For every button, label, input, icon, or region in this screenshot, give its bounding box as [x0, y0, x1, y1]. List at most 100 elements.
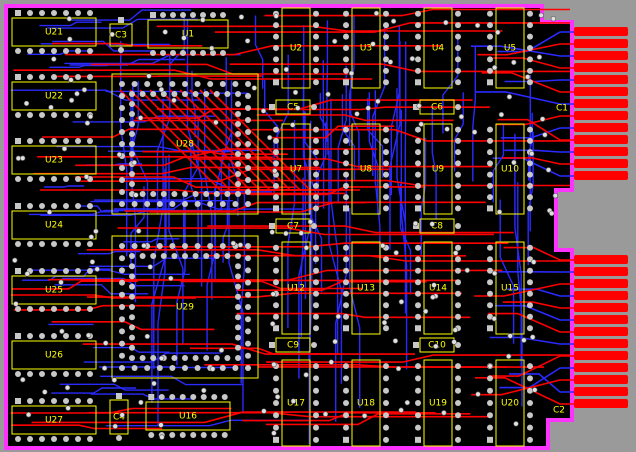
pad [343, 325, 349, 332]
pad [194, 243, 201, 249]
via [422, 308, 429, 314]
pad [63, 306, 69, 312]
bottom-trace [54, 284, 149, 295]
via [487, 363, 493, 369]
pad [527, 67, 533, 74]
component-label: U27 [45, 416, 63, 426]
silkscreen-outline [275, 99, 311, 115]
pad [383, 126, 389, 133]
pad [311, 104, 317, 110]
top-trace [193, 158, 492, 168]
connector-trace [475, 91, 575, 105]
pad [269, 104, 275, 110]
pad [527, 313, 533, 320]
pad [415, 313, 421, 320]
via [404, 399, 410, 406]
pad [63, 138, 69, 144]
bottom-trace [341, 94, 356, 181]
pad [313, 363, 319, 370]
silkscreen-outline [11, 17, 97, 47]
component-label: U1 [182, 30, 194, 40]
component-label: U20 [501, 399, 519, 409]
pad [139, 91, 146, 97]
pad [119, 267, 125, 274]
edge-finger [574, 87, 628, 96]
pad [273, 160, 279, 167]
pad [39, 138, 45, 144]
silkscreen-outline [281, 359, 311, 447]
pad [245, 340, 251, 347]
connector-trace [493, 57, 575, 69]
pad [210, 50, 216, 56]
silkscreen-outline [281, 241, 311, 335]
component-u22: U22 [11, 74, 97, 118]
pad [415, 194, 421, 201]
pad [245, 304, 251, 310]
pad [313, 22, 319, 29]
component-label: U4 [432, 44, 445, 54]
edge-finger [574, 363, 628, 372]
component-u24: U24 [11, 203, 97, 247]
pad [129, 304, 135, 310]
pad [235, 121, 241, 127]
pad [207, 243, 214, 249]
pad [343, 79, 349, 86]
pad [415, 302, 421, 309]
pad [527, 325, 533, 332]
pad [343, 126, 349, 133]
pad [39, 203, 45, 209]
pad [235, 334, 241, 341]
pad [455, 302, 461, 309]
pad [63, 112, 69, 118]
pad [192, 253, 199, 259]
pad [383, 171, 389, 178]
pad [220, 12, 226, 18]
pad [75, 371, 81, 377]
via [471, 129, 478, 135]
pad [343, 375, 349, 382]
pad [245, 81, 251, 87]
via [244, 38, 251, 44]
pad [129, 283, 135, 290]
via [392, 338, 399, 344]
silkscreen-outline [111, 73, 259, 215]
pad [415, 325, 421, 332]
via [332, 38, 338, 44]
pad [415, 45, 421, 51]
pad [182, 91, 188, 97]
pad [232, 201, 239, 207]
component-u1: U1 [147, 12, 229, 56]
pad [245, 189, 251, 195]
via [511, 59, 517, 66]
bottom-trace [89, 257, 218, 267]
pad [313, 67, 319, 74]
via [474, 22, 481, 29]
edge-finger [574, 399, 628, 408]
pad [313, 244, 319, 251]
bottom-trace [190, 141, 199, 253]
via [158, 422, 164, 428]
top-trace [74, 176, 295, 188]
pad [182, 243, 188, 249]
pad [63, 48, 69, 54]
via [162, 29, 168, 35]
pad [487, 194, 493, 201]
pad [313, 194, 319, 201]
pad [343, 137, 349, 144]
pad [383, 45, 389, 51]
pad [119, 117, 125, 123]
pad [273, 325, 279, 332]
via [303, 245, 310, 251]
via [168, 275, 174, 282]
pad [150, 253, 157, 259]
component-u18: U18 [343, 359, 389, 447]
via [20, 377, 26, 383]
via [418, 121, 424, 127]
pad [313, 10, 319, 17]
via [528, 151, 535, 157]
pad [415, 244, 421, 251]
pad [169, 81, 176, 87]
component-c8: C8 [413, 218, 461, 234]
via [398, 299, 405, 305]
edge-finger [574, 315, 628, 324]
